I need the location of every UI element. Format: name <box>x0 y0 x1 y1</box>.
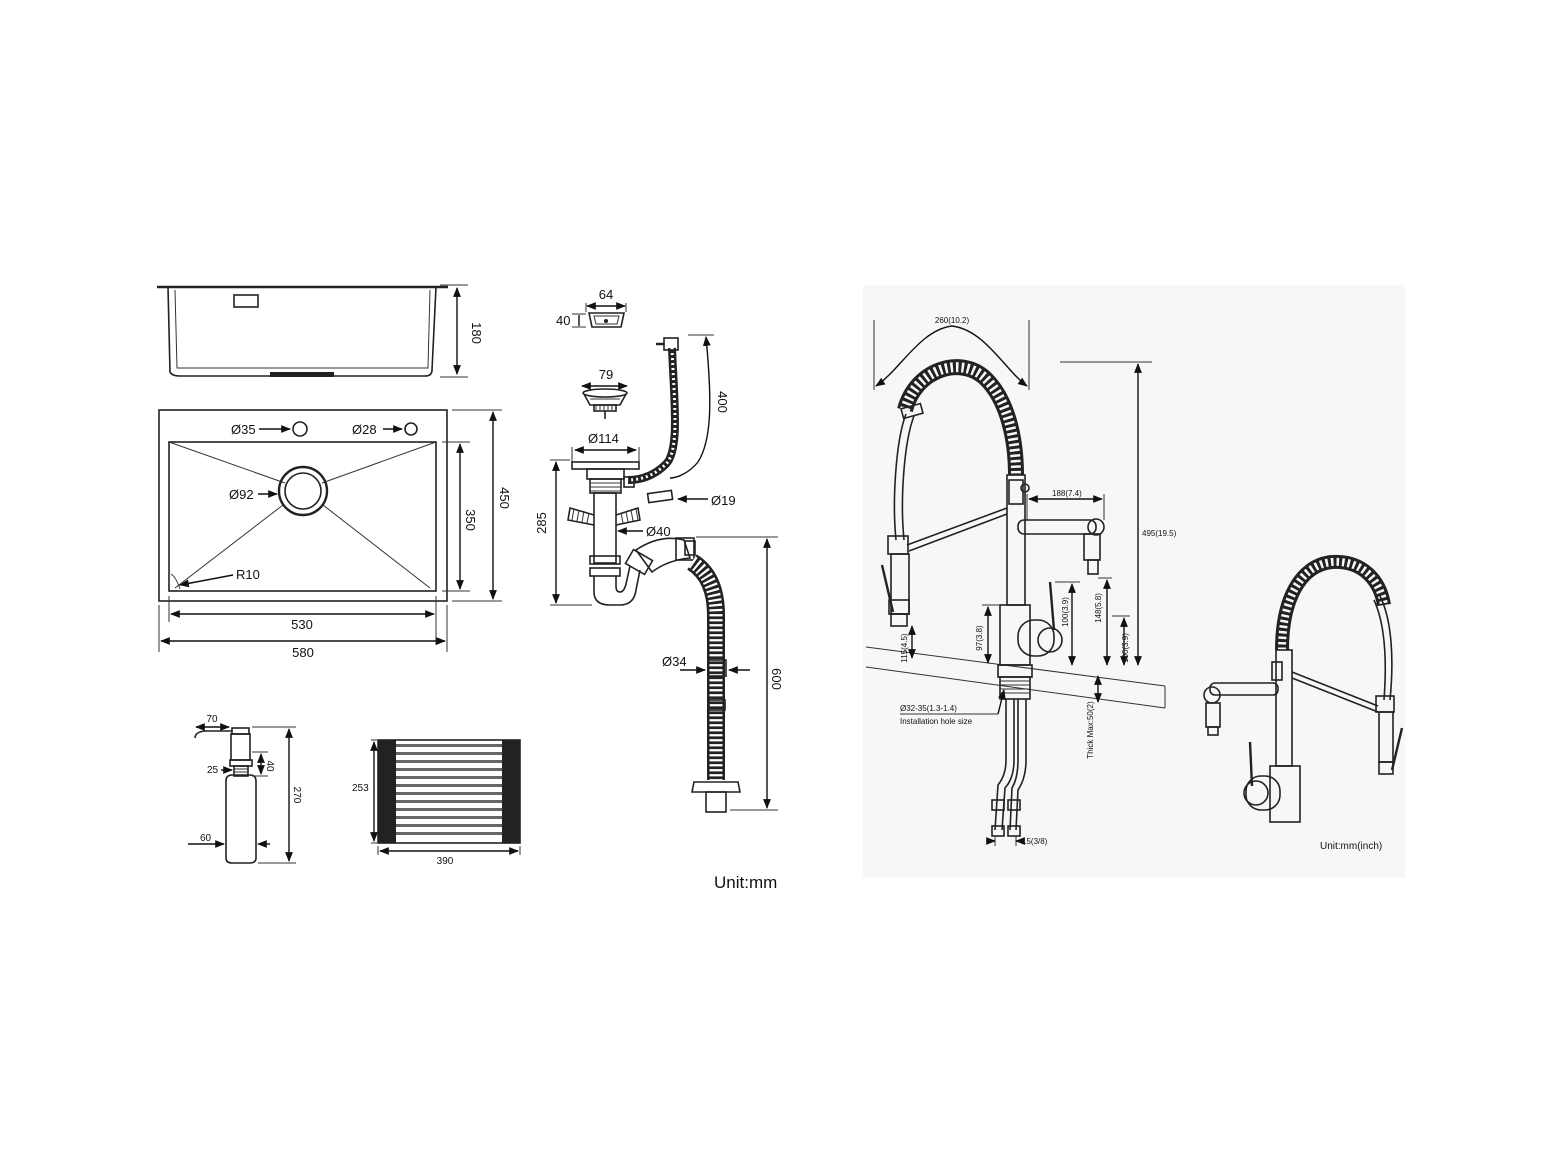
soap-dispenser: 70 25 40 270 60 <box>188 714 302 864</box>
soap-spout-label: 70 <box>206 714 218 725</box>
bowl-height-label: 180 <box>469 322 484 344</box>
hole-size-label: Ø32-35(1.3-1.4) <box>900 704 957 713</box>
faucet-perspective-view <box>1203 554 1404 823</box>
strainer-width-label: 79 <box>599 367 613 382</box>
overflow-hose-length-label: 400 <box>715 391 730 413</box>
sink-top-view: Ø35 Ø28 Ø92 R10 530 580 350 450 <box>158 409 512 660</box>
hose-15-label: 15(3/8) <box>1022 837 1048 846</box>
hose-34-label: Ø34 <box>662 654 687 669</box>
overflow-cover: 64 40 <box>556 287 627 328</box>
side-148-label: 148(5.8) <box>1094 593 1103 623</box>
spring-width-label: 260(10.2) <box>935 316 970 325</box>
sink-side-view: 180 <box>157 284 484 378</box>
drying-rack: 253 390 <box>352 739 521 867</box>
rack-width-label: 390 <box>437 856 454 867</box>
inner-width-label: 530 <box>291 617 313 632</box>
spray-115-label: 115(4.5) <box>900 633 909 663</box>
soap-body-label: 60 <box>200 833 212 844</box>
corrugated-drain-hose: Ø34 600 <box>662 536 784 813</box>
soap-neck-label: 25 <box>207 765 219 776</box>
side-100-b-label: 100(3.9) <box>1121 633 1130 663</box>
outer-width-label: 580 <box>292 645 314 660</box>
basket-strainer: 79 <box>581 367 628 419</box>
overflow-hose: 400 <box>627 334 730 484</box>
hole-28-label: Ø28 <box>352 422 377 437</box>
rack-height-label: 253 <box>352 783 369 794</box>
arm-reach-label: 188(7.4) <box>1052 489 1082 498</box>
soap-height-label: 270 <box>291 787 302 804</box>
faucet-main-drawing: 260(10.2) 188(7.4) 495(19.5) 148(5.8) 10… <box>865 316 1177 846</box>
corner-radius-label: R10 <box>236 567 260 582</box>
drain-height-label: 285 <box>534 512 549 534</box>
inner-depth-label: 350 <box>463 509 478 531</box>
overflow-width-label: 64 <box>599 287 613 302</box>
drain-assembly: Ø114 Ø19 Ø40 <box>534 431 736 606</box>
hose-length-label: 600 <box>769 668 784 690</box>
soap-neck-height-label: 40 <box>264 760 275 772</box>
pipe-40-label: Ø40 <box>646 524 671 539</box>
drain-flange-label: Ø114 <box>588 431 619 446</box>
overflow-height-label: 40 <box>556 313 570 328</box>
total-height-label: 495(19.5) <box>1142 529 1177 538</box>
faucet-unit-label: Unit:mm(inch) <box>1320 841 1382 852</box>
drain-92-label: Ø92 <box>229 487 254 502</box>
outer-depth-label: 450 <box>497 487 512 509</box>
outlet-19-label: Ø19 <box>711 493 736 508</box>
side-100-a-label: 100(3.9) <box>1061 597 1070 627</box>
thickness-label: Thick Max:50(2) <box>1086 701 1095 759</box>
hole-35-label: Ø35 <box>231 422 256 437</box>
body-97-label: 97(3.8) <box>975 625 984 651</box>
left-unit-label: Unit:mm <box>714 873 777 892</box>
hole-caption-label: Installation hole size <box>900 717 973 726</box>
